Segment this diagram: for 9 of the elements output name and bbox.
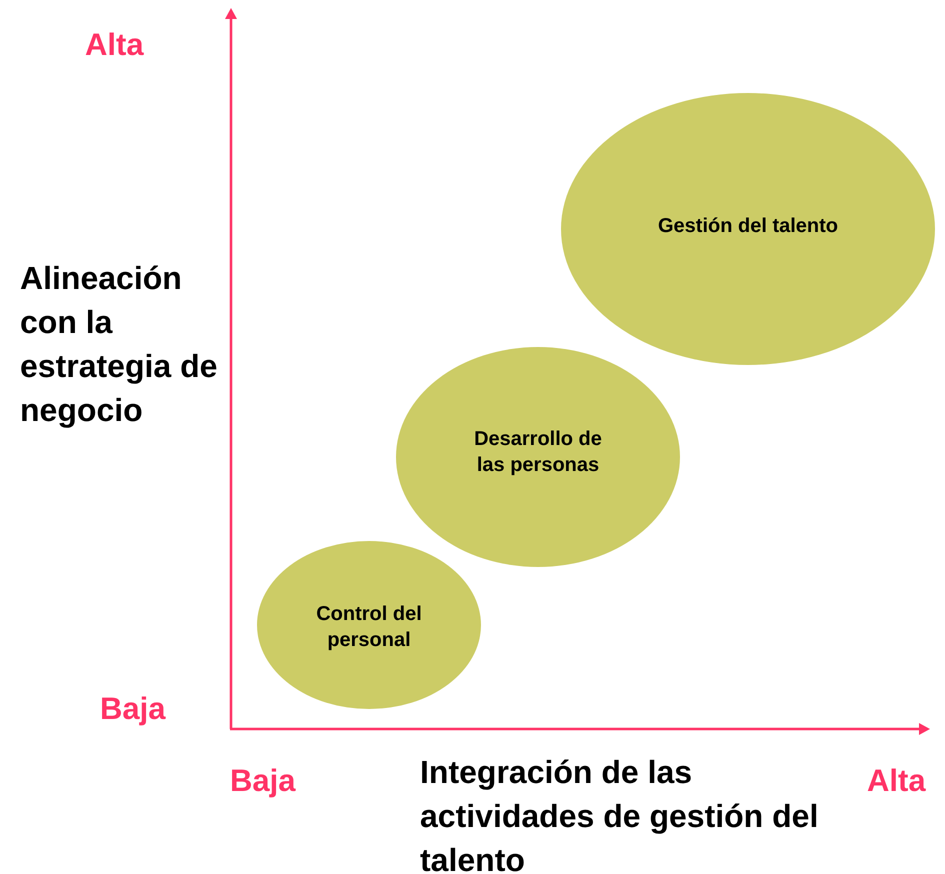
axis-level-label: Baja	[100, 690, 167, 728]
axis-title: Integración de las actividades de gestión del talento	[420, 753, 820, 874]
axis-level-label: Baja	[230, 762, 297, 800]
axis-level-label: Alta	[85, 26, 145, 64]
node-label: Control del personal	[315, 602, 423, 653]
axis-level-label: Alta	[867, 762, 927, 800]
node-label: Desarrollo de las personas	[473, 427, 603, 478]
axis-title: Alineación con la estrategia de negocio	[20, 259, 218, 430]
node-label: Gestión del talento	[656, 214, 840, 239]
